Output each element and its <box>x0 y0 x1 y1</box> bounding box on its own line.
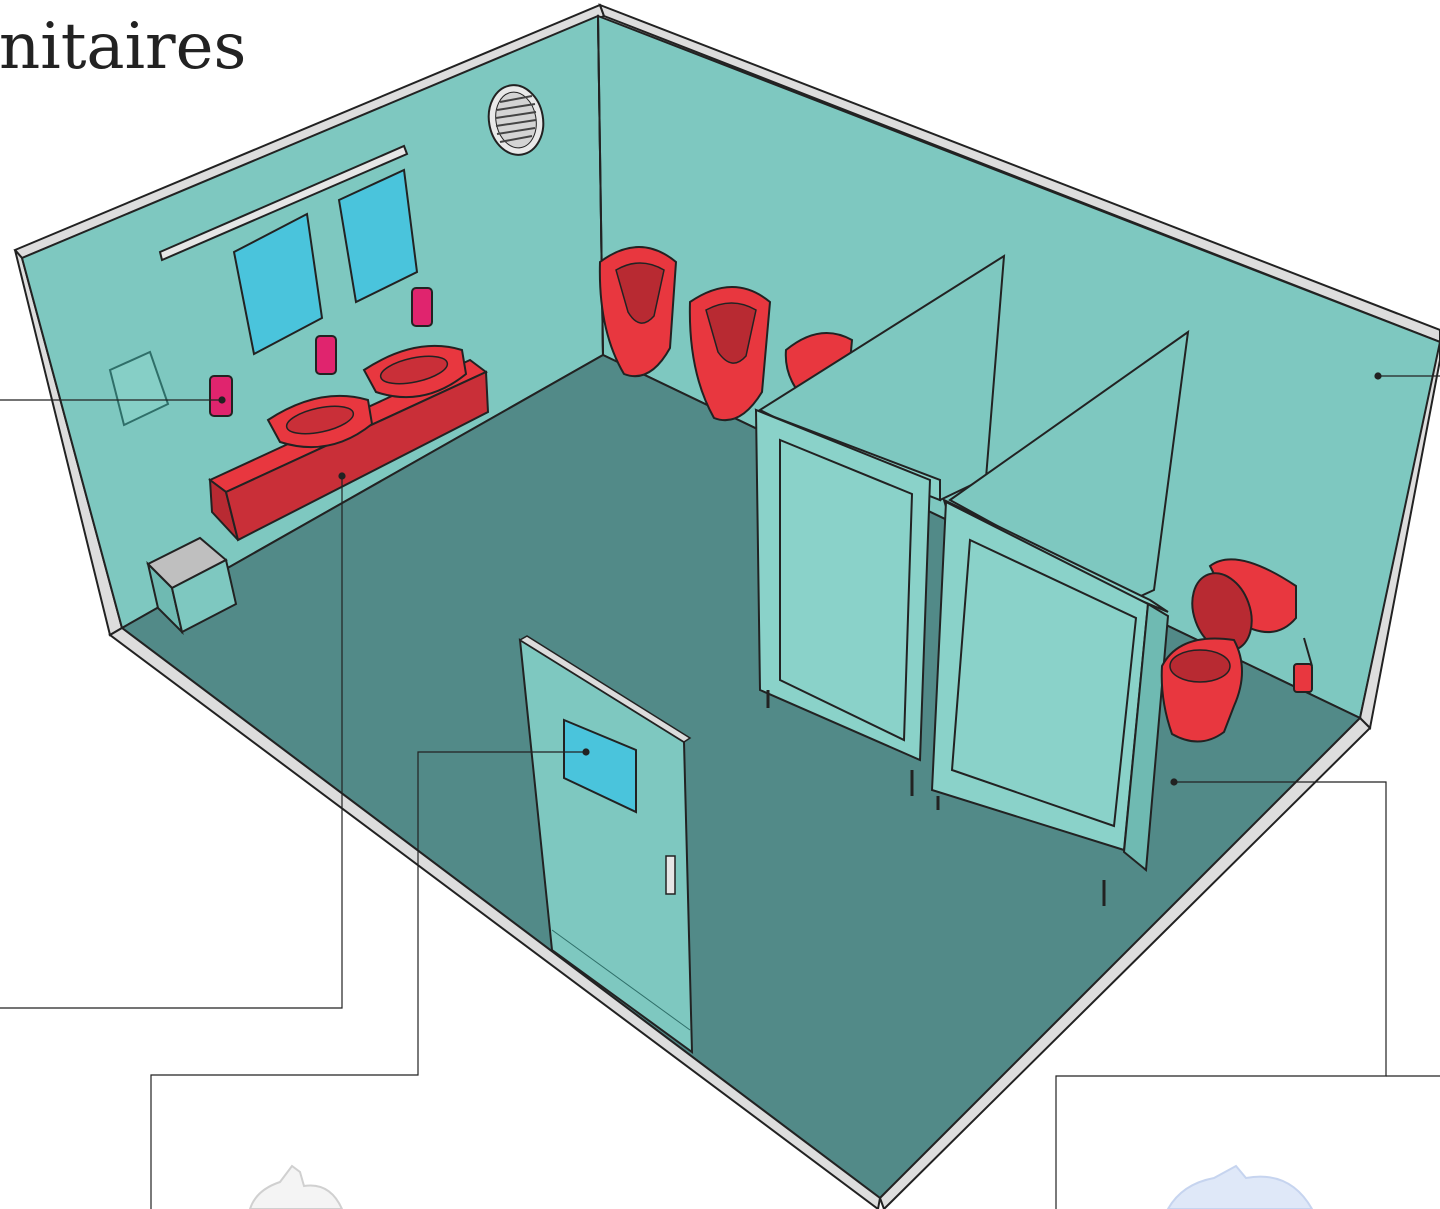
soap-dispenser-sink-2 <box>412 288 432 326</box>
product-thumbnail-right <box>1168 1166 1312 1209</box>
soap-dispenser-sink-1 <box>316 336 336 374</box>
soap-dispenser-wall <box>210 376 232 416</box>
door-handle <box>666 856 675 894</box>
product-thumbnail-left <box>250 1166 342 1209</box>
